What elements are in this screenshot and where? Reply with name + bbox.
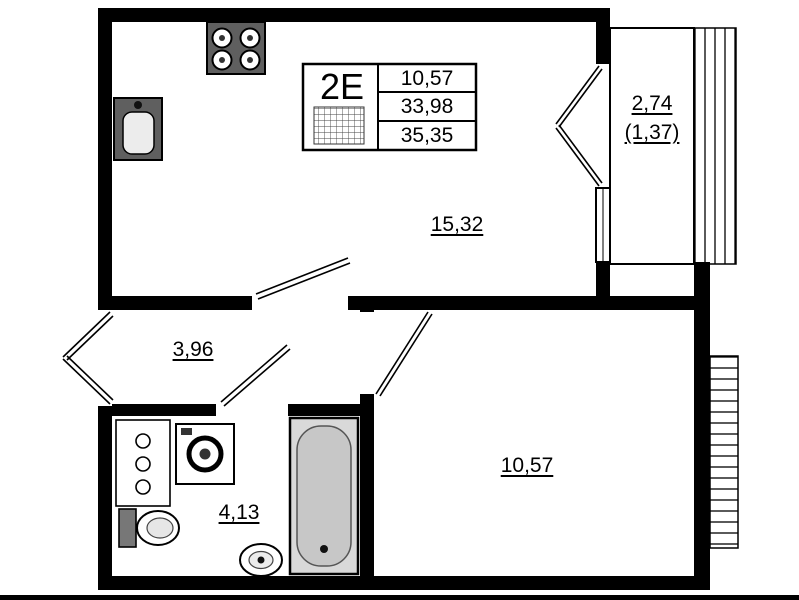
wall-vertical-bottom (360, 394, 374, 576)
wall-left-lower (98, 406, 112, 590)
wall-bathroom-left (112, 404, 216, 416)
wall-top (98, 8, 610, 22)
interior-walls (112, 296, 710, 576)
side-balcony-hatch (709, 355, 739, 549)
cabinet-icon (115, 419, 171, 507)
wall-mid-stub (348, 296, 360, 310)
image-bottom-border (0, 595, 799, 600)
bathtub-icon (288, 416, 360, 576)
window-living-room (595, 187, 611, 263)
living-room-door-swing (255, 257, 351, 300)
balcony-reduced-area-label: (1,37) (624, 121, 680, 144)
washing-machine-icon (175, 423, 235, 485)
wall-vertical-top (360, 296, 374, 312)
bathroom-area-label: 4,13 (218, 501, 260, 524)
bedroom-area-label: 10,57 (500, 454, 554, 477)
wall-living-right-top (596, 8, 610, 64)
stove-icon (206, 21, 266, 75)
wall-left-upper (98, 8, 112, 310)
info-block-frame (301, 62, 478, 152)
info-value-row-2: 33,98 (400, 95, 454, 118)
living-room-area-label: 15,32 (430, 213, 484, 236)
info-block-hatch-box (313, 106, 365, 145)
balcony-glazing-hatch (693, 27, 737, 265)
hallway-area-label: 3,96 (172, 338, 214, 361)
apartment-type-label: 2E (319, 66, 365, 107)
wall-mid-left (112, 296, 252, 310)
wash-basin-icon (239, 543, 283, 577)
wall-bottom (98, 576, 710, 590)
wall-right (694, 262, 710, 590)
doors (62, 65, 603, 407)
balcony-door-swing (555, 65, 603, 187)
balcony-area-label: 2,74 (631, 92, 673, 115)
bedroom-door-swing (375, 311, 433, 397)
bathroom-door-swing (220, 344, 291, 407)
kitchen-sink-icon (113, 97, 163, 161)
entrance-door-swing (62, 311, 114, 405)
info-value-row-1: 10,57 (400, 67, 454, 90)
wall-bathroom-right (288, 404, 360, 416)
toilet-icon (118, 508, 180, 548)
balcony-outline (609, 27, 695, 265)
wall-mid-right (360, 296, 710, 310)
info-value-row-3: 35,35 (400, 124, 454, 147)
